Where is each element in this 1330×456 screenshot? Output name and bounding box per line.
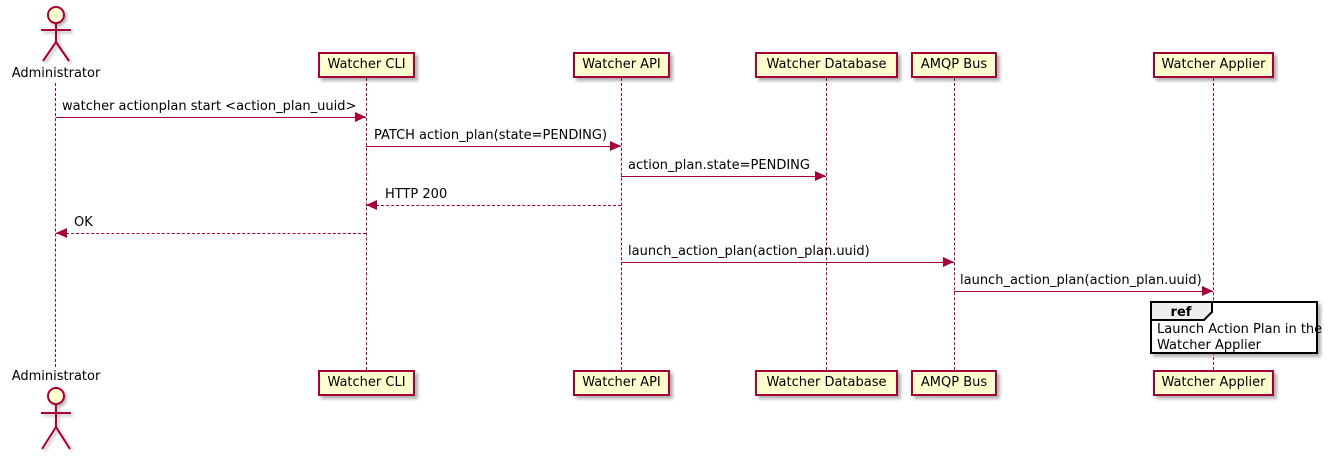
participant-watcher-api-bottom: Watcher API — [573, 370, 670, 396]
arrowhead-icon — [355, 112, 366, 122]
actor-label-bottom: Administrator — [11, 369, 101, 384]
actor-label-top: Administrator — [11, 66, 101, 81]
actor-icon-bottom — [41, 387, 71, 450]
participant-watcher-applier-bottom: Watcher Applier — [1153, 370, 1274, 396]
ref-text: Launch Action Plan in the Watcher Applie… — [1157, 322, 1323, 353]
arrowhead-icon — [815, 171, 826, 181]
participant-watcher-cli-bottom: Watcher CLI — [318, 370, 415, 396]
lifeline-watcher-database — [826, 78, 827, 370]
arrowhead-icon — [610, 141, 621, 151]
lifeline-administrator — [55, 83, 56, 367]
arrowhead-icon — [1202, 286, 1213, 296]
lifeline-watcher-applier — [1213, 78, 1214, 370]
ref-tab-icon — [1150, 301, 1213, 321]
participant-watcher-applier-top: Watcher Applier — [1153, 52, 1274, 78]
participant-watcher-database-top: Watcher Database — [755, 52, 898, 78]
arrowhead-icon — [366, 200, 377, 210]
lifeline-amqp-bus — [954, 78, 955, 370]
arrowhead-icon — [943, 257, 954, 267]
participant-watcher-database-bottom: Watcher Database — [755, 370, 898, 396]
ref-keyword: ref — [1170, 305, 1192, 320]
lifeline-watcher-cli — [366, 78, 367, 370]
participant-amqp-bus-top: AMQP Bus — [911, 52, 997, 78]
arrowhead-icon — [56, 228, 67, 238]
participant-watcher-api-top: Watcher API — [573, 52, 670, 78]
participant-amqp-bus-bottom: AMQP Bus — [911, 370, 997, 396]
lifeline-watcher-api — [621, 78, 622, 370]
ref-fragment: ref Launch Action Plan in the Watcher Ap… — [1150, 301, 1322, 354]
participant-watcher-cli-top: Watcher CLI — [318, 52, 415, 78]
actor-icon-top — [41, 6, 71, 62]
